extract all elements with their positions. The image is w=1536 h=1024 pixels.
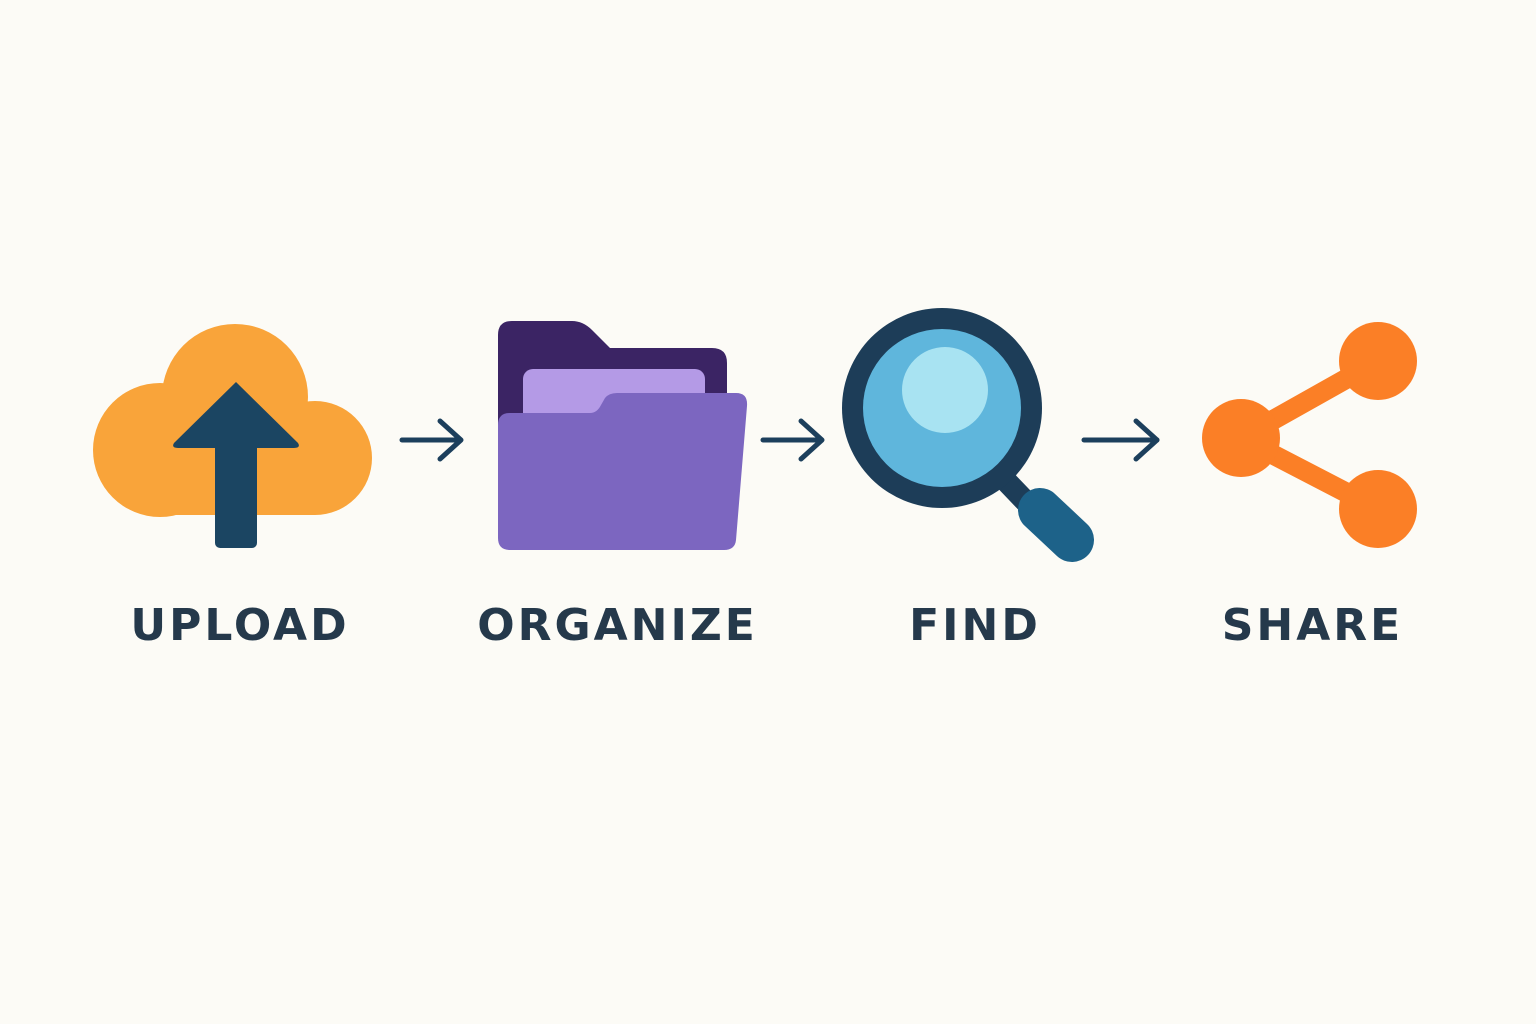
- arrow-right-icon: [399, 418, 464, 462]
- arrow-right-icon: [1081, 418, 1160, 462]
- cloud-upload-icon: [93, 324, 372, 548]
- step-label-find: FIND: [909, 600, 1041, 651]
- arrow-right-icon: [760, 418, 825, 462]
- folder-icon: [498, 321, 748, 550]
- step-label-share: SHARE: [1221, 600, 1404, 651]
- step-label-organize: ORGANIZE: [477, 600, 758, 651]
- share-icon: [1202, 322, 1417, 548]
- magnifier-icon: [842, 308, 1094, 562]
- step-label-upload: UPLOAD: [130, 600, 350, 651]
